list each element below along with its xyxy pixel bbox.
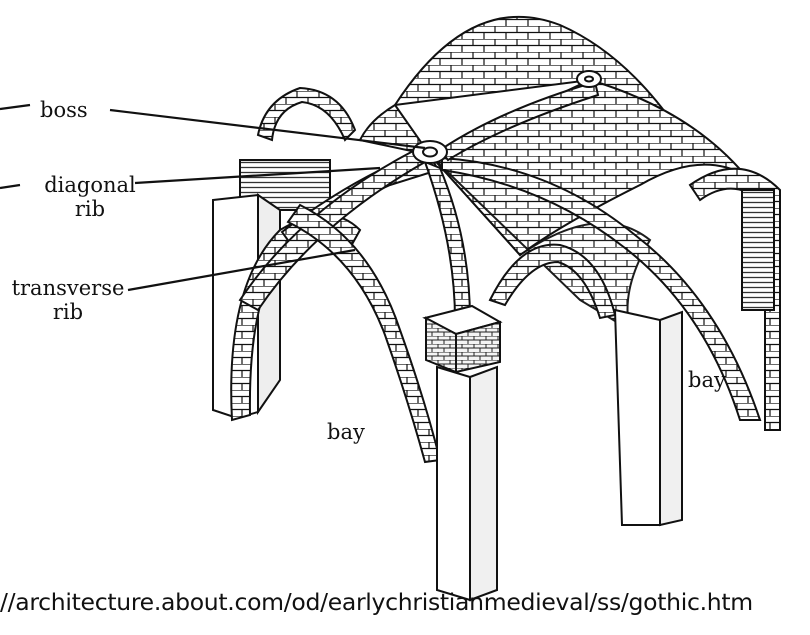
transverse-rib-label-line1: transverse [8, 276, 128, 300]
diagonal-rib-label-line1: diagonal [30, 173, 150, 197]
bay-left-label: bay [327, 420, 365, 444]
boss-label: boss [40, 98, 88, 122]
right-pier [615, 310, 682, 525]
transverse-rib-label-line2: rib [8, 300, 128, 324]
bay-right-label: bay [688, 368, 726, 392]
rear-left-arch [240, 88, 355, 210]
transverse-rib-label: transverse rib [8, 276, 128, 324]
center-pier [425, 306, 500, 600]
diagonal-leader-left [0, 185, 20, 188]
diagonal-rib-label: diagonal rib [30, 173, 150, 221]
diagonal-rib-label-line2: rib [30, 197, 150, 221]
source-url-caption: //architecture.about.com/od/earlychristi… [0, 588, 810, 616]
boss-leader-left [0, 105, 30, 109]
